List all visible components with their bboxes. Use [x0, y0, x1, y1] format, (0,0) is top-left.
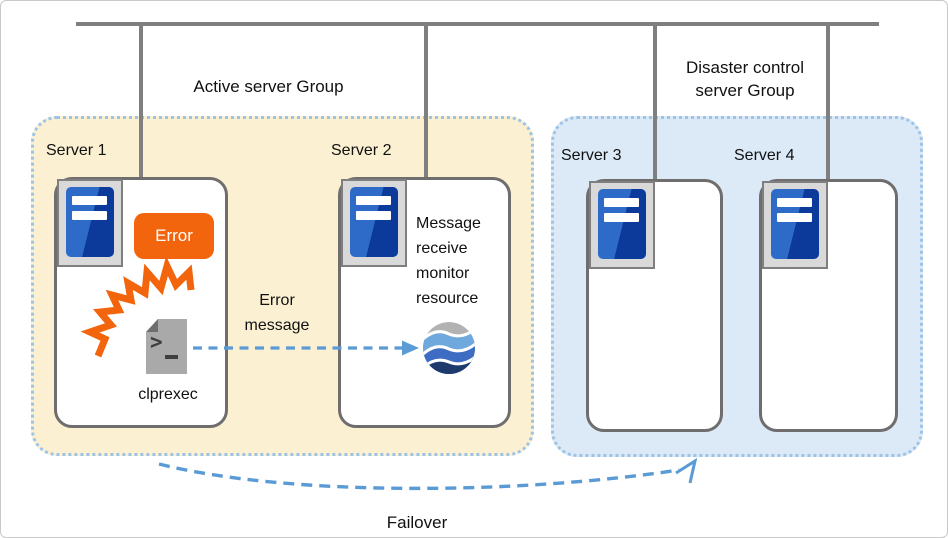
active-group-label: Active server Group — [193, 77, 344, 96]
terminal-command-icon: > — [146, 319, 187, 374]
server-icon — [57, 179, 123, 267]
server1-label: Server 1 — [46, 142, 107, 159]
network-bus-line — [76, 22, 879, 26]
network-drop-line-server4 — [826, 22, 830, 181]
clprexec-label: clprexec — [138, 386, 198, 403]
server4-label: Server 4 — [734, 147, 795, 164]
failover-arrow — [158, 457, 698, 491]
server2-label: Server 2 — [331, 142, 392, 159]
error-badge: Error — [134, 213, 214, 259]
server3-label: Server 3 — [561, 147, 622, 164]
monitor-resource-label: Message receive monitor resource — [416, 215, 481, 307]
server3-box — [586, 179, 723, 432]
disaster-group-label: Disaster control server Group — [685, 58, 805, 100]
error-message-label: Error message — [244, 292, 310, 334]
server4-box — [759, 179, 898, 432]
server2-box — [338, 177, 511, 428]
network-drop-line-server3 — [653, 22, 657, 181]
server-icon — [762, 181, 828, 269]
server-icon — [589, 181, 655, 269]
failover-label: Failover — [386, 513, 448, 532]
network-drop-line-server2 — [424, 22, 428, 179]
network-drop-line-server1 — [139, 22, 143, 179]
server-icon — [341, 179, 407, 267]
